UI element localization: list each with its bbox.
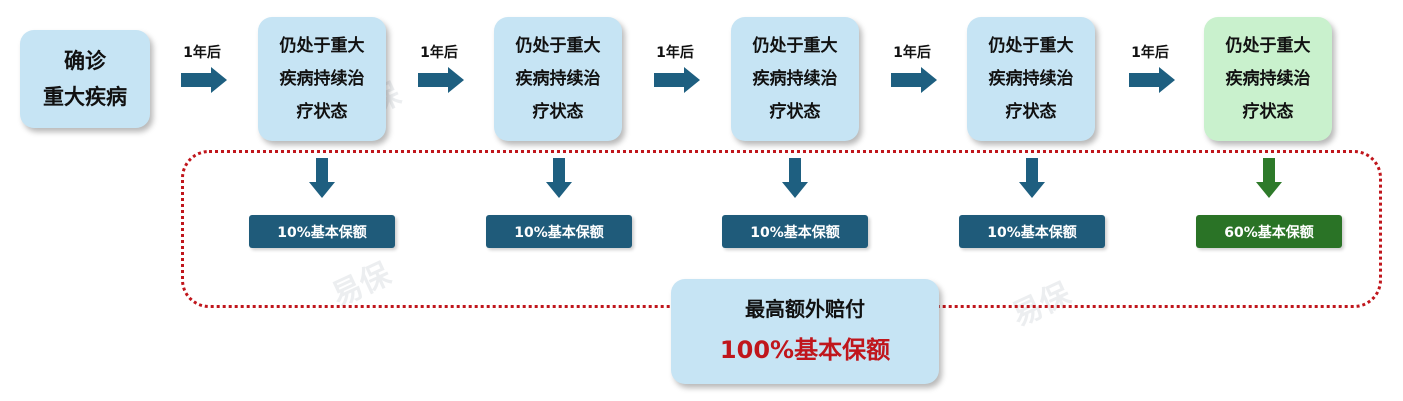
- stage-line: 疗状态: [1242, 101, 1294, 122]
- right-arrow-icon: [1129, 67, 1175, 93]
- down-arrow-icon: [309, 158, 335, 198]
- stage-line: 疾病持续治: [1225, 68, 1311, 89]
- down-arrow-icon: [546, 158, 572, 198]
- right-arrow-icon: [181, 67, 227, 93]
- right-arrow-icon: [891, 67, 937, 93]
- interval-label-2: 1年后: [420, 45, 458, 61]
- total-title: 最高额外赔付: [745, 296, 865, 321]
- interval-label-3: 1年后: [656, 45, 694, 61]
- diagnosis-line-1: 确诊: [64, 49, 106, 73]
- total-value: 100%基本保额: [719, 335, 891, 364]
- stage-line: 疗状态: [532, 101, 584, 122]
- stage-line: 疗状态: [769, 101, 821, 122]
- payout-badge: 10%基本保额: [486, 215, 632, 248]
- payout-badge: 10%基本保额: [959, 215, 1105, 248]
- diagnosis-box: 确诊 重大疾病: [20, 30, 150, 128]
- stage-box-3: 仍处于重大 疾病持续治 疗状态: [731, 17, 859, 141]
- stage-box-final: 仍处于重大 疾病持续治 疗状态: [1204, 17, 1332, 141]
- stage-line: 仍处于重大: [988, 35, 1074, 56]
- stage-line: 疾病持续治: [515, 68, 601, 89]
- stage-line: 仍处于重大: [1225, 35, 1311, 56]
- diagnosis-line-2: 重大疾病: [43, 85, 127, 109]
- stage-line: 疾病持续治: [988, 68, 1074, 89]
- stage-box-4: 仍处于重大 疾病持续治 疗状态: [967, 17, 1095, 141]
- down-arrow-icon: [1019, 158, 1045, 198]
- stage-line: 疾病持续治: [279, 68, 365, 89]
- interval-label-5: 1年后: [1131, 45, 1169, 61]
- payout-badge-final: 60%基本保额: [1196, 215, 1342, 248]
- stage-box-1: 仍处于重大 疾病持续治 疗状态: [258, 17, 386, 141]
- stage-line: 疾病持续治: [752, 68, 838, 89]
- total-payout-box: 最高额外赔付 100%基本保额: [671, 279, 939, 384]
- payout-badge: 10%基本保额: [249, 215, 395, 248]
- down-arrow-icon: [782, 158, 808, 198]
- interval-label-4: 1年后: [893, 45, 931, 61]
- stage-box-2: 仍处于重大 疾病持续治 疗状态: [494, 17, 622, 141]
- stage-line: 仍处于重大: [752, 35, 838, 56]
- interval-label-1: 1年后: [183, 45, 221, 61]
- stage-line: 仍处于重大: [515, 35, 601, 56]
- stage-line: 疗状态: [1005, 101, 1057, 122]
- right-arrow-icon: [418, 67, 464, 93]
- down-arrow-icon: [1256, 158, 1282, 198]
- right-arrow-icon: [654, 67, 700, 93]
- stage-line: 仍处于重大: [279, 35, 365, 56]
- stage-line: 疗状态: [296, 101, 348, 122]
- payout-badge: 10%基本保额: [722, 215, 868, 248]
